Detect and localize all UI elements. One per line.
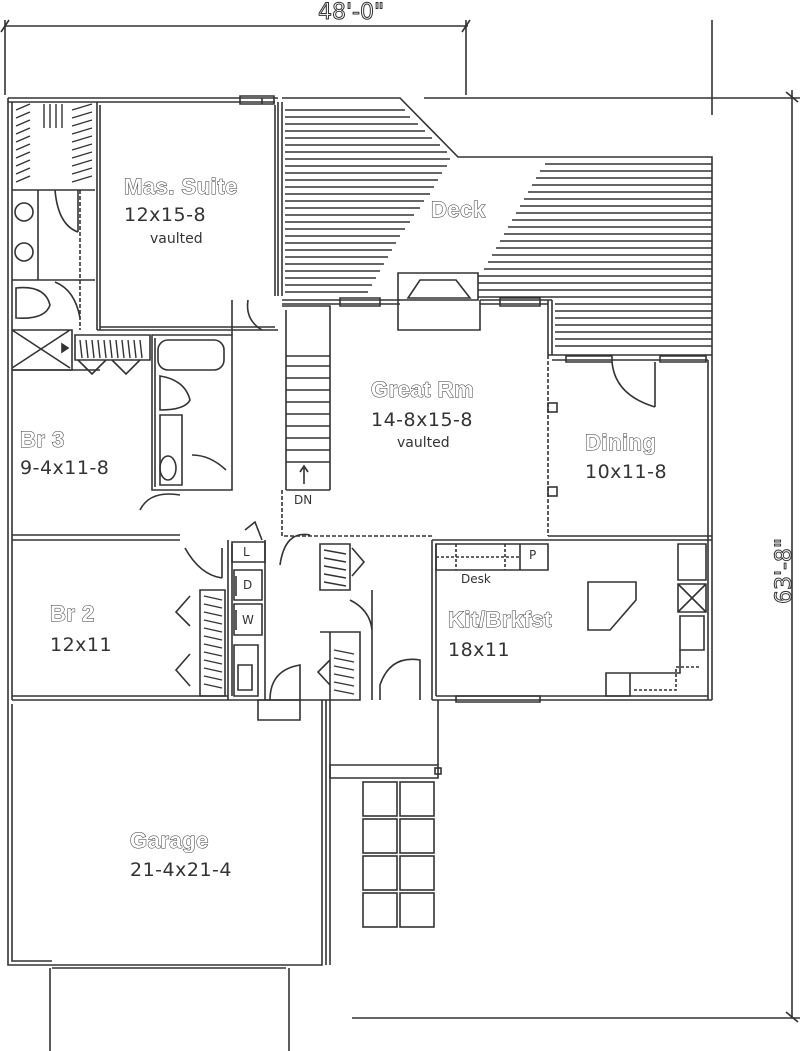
- room-bedroom-2-size: 12x11: [50, 634, 113, 656]
- dryer-label: D: [243, 578, 253, 592]
- room-master-suite-size: 12x15-8: [124, 204, 207, 226]
- room-dining-size: 10x11-8: [585, 461, 668, 483]
- room-bedroom-3-title: Br 3: [20, 427, 65, 452]
- room-kitchen-size: 18x11: [448, 639, 511, 661]
- overall-depth-label: 63'-8": [772, 537, 798, 605]
- room-master-suite-title: Mas. Suite: [124, 174, 238, 199]
- room-deck-title: Deck: [431, 197, 486, 222]
- room-dining-title: Dining: [584, 430, 657, 455]
- room-garage-title: Garage: [130, 828, 209, 853]
- room-garage-size: 21-4x21-4: [130, 859, 232, 881]
- room-master-suite-note: vaulted: [150, 231, 203, 247]
- room-great-room-title: Great Rm: [370, 377, 475, 402]
- room-bedroom-2-title: Br 2: [50, 601, 95, 626]
- stair-down-label: DN: [294, 493, 313, 507]
- room-kitchen-title: Kit/Brkfst: [447, 607, 553, 632]
- desk-label: Desk: [461, 572, 491, 586]
- linen-label: L: [243, 545, 250, 559]
- room-bedroom-3-size: 9-4x11-8: [20, 457, 110, 479]
- pantry-label: P: [529, 548, 537, 562]
- overall-width-label: 48'-0": [317, 0, 385, 25]
- room-great-room-size: 14-8x15-8: [371, 409, 473, 431]
- washer-label: W: [242, 613, 254, 627]
- room-great-room-note: vaulted: [397, 435, 450, 451]
